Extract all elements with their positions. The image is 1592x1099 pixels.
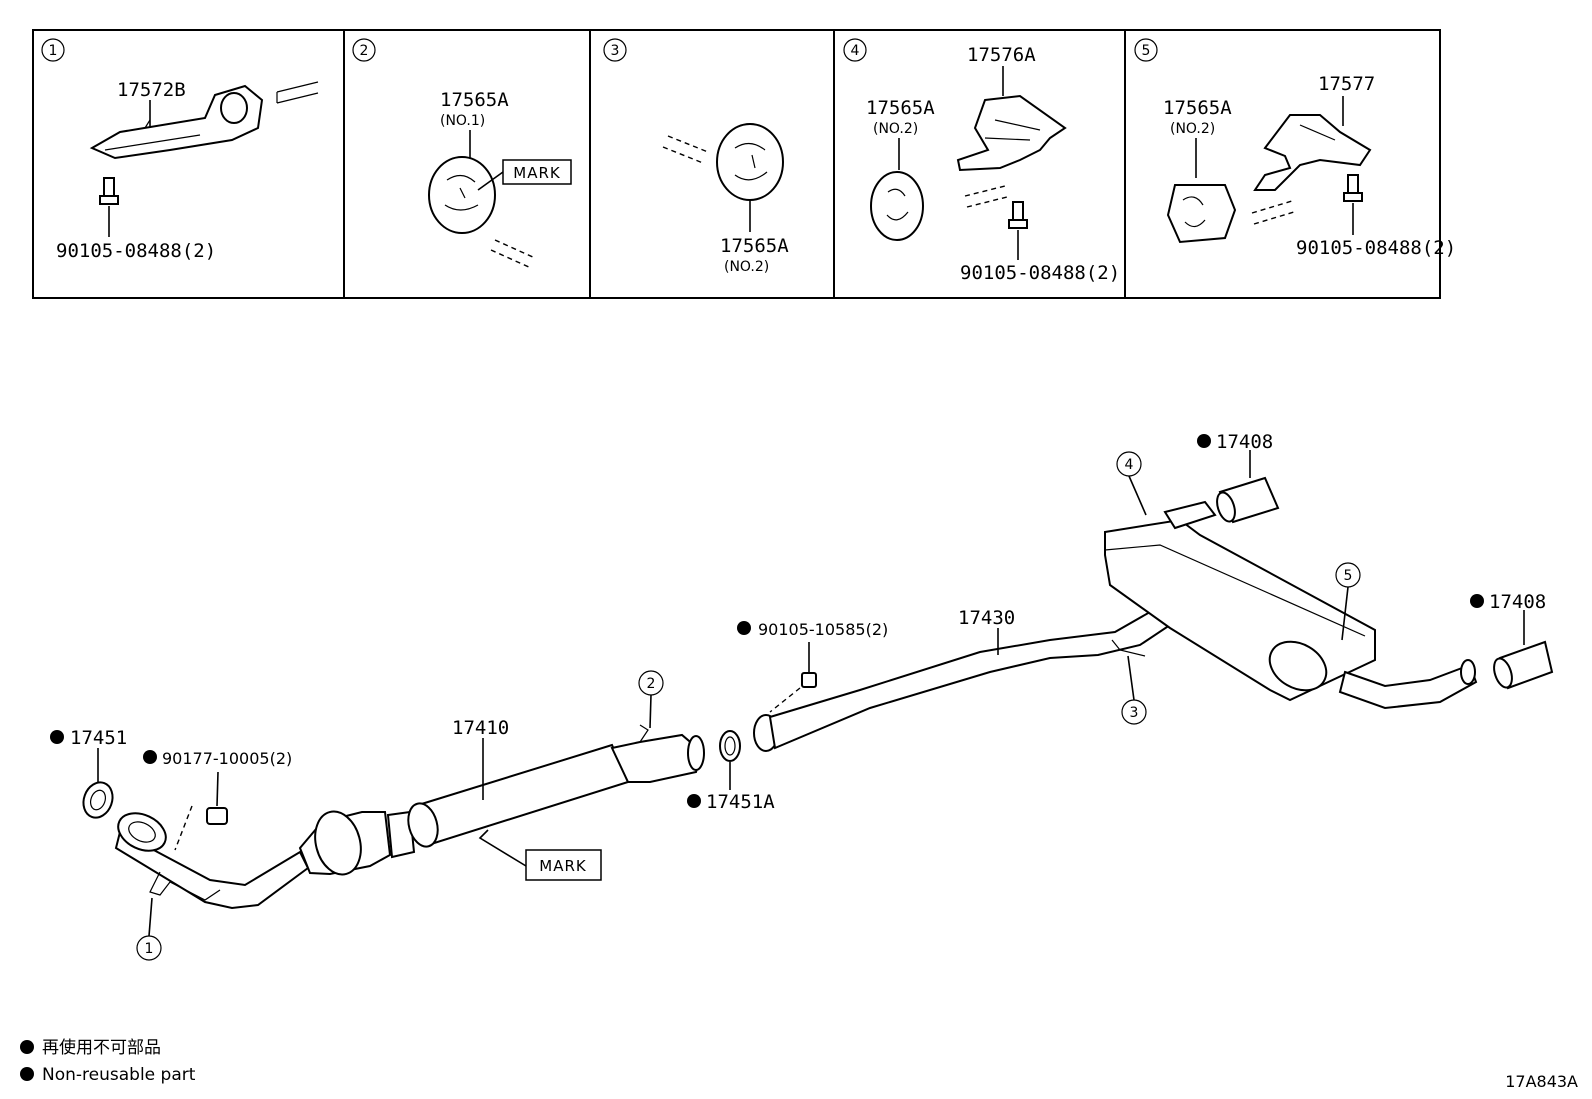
legend: 再使用不可部品 Non-reusable part: [20, 1037, 196, 1085]
panel-4-part-17565A: 17565A: [866, 97, 935, 119]
non-reusable-dot: [737, 621, 751, 635]
ref-4: 4: [1125, 457, 1134, 473]
panel-5-part-17565A: 17565A: [1163, 97, 1232, 119]
label-17408-top: 17408: [1216, 431, 1273, 453]
panel-1-ref: 1: [49, 43, 58, 59]
panel-4: 4 17576A 17565A (NO.2) 90105-08488(2): [843, 38, 1120, 284]
label-17410: 17410: [452, 717, 509, 739]
label-17451A: 17451A: [706, 791, 775, 813]
panel-2-mark: MARK: [513, 164, 561, 182]
bracket-17572B: [89, 84, 264, 160]
hanger-17565A-no2-b: [870, 171, 924, 241]
panel-3-ref: 3: [611, 43, 620, 59]
label-90105-10585: 90105-10585(2): [758, 620, 888, 639]
panel-3-part-17565A: 17565A: [720, 235, 789, 257]
panel-5-part-17577: 17577: [1318, 73, 1375, 95]
panel-2-ref: 2: [360, 43, 369, 59]
tail-tip-17408-top: [1216, 450, 1280, 524]
bracket-17577: [1253, 114, 1372, 191]
panel-4-sub: (NO.2): [873, 121, 918, 137]
panel-5-part-90105: 90105-08488(2): [1296, 237, 1456, 259]
catalytic-converter: [298, 810, 416, 876]
legend-jp: 再使用不可部品: [42, 1037, 161, 1058]
panel-4-ref: 4: [851, 43, 860, 59]
hanger-17565A-no1: [428, 156, 496, 234]
gasket-17451: [82, 781, 114, 819]
non-reusable-dot: [50, 730, 64, 744]
panel-2: 2 17565A (NO.1) MARK: [352, 38, 572, 269]
non-reusable-dot: [143, 750, 157, 764]
panel-2-sub: (NO.1): [440, 113, 485, 129]
legend-en: Non-reusable part: [42, 1065, 196, 1085]
tail-muffler: [1104, 500, 1478, 710]
detail-panels: [32, 29, 1441, 299]
panel-3: 3 17565A (NO.2): [603, 38, 789, 275]
gasket-17451A: [719, 730, 741, 762]
ref-3: 3: [1130, 705, 1139, 721]
label-17451: 17451: [70, 727, 127, 749]
panel-3-sub: (NO.2): [724, 259, 769, 275]
hanger-17565A-no2-c: [1166, 184, 1237, 244]
non-reusable-dot: [1197, 434, 1211, 448]
bracket-17576A: [956, 94, 1067, 172]
panel-5-sub: (NO.2): [1170, 121, 1215, 137]
panel-4-part-17576A: 17576A: [967, 44, 1036, 66]
non-reusable-dot: [1470, 594, 1484, 608]
main-assembly: MARK 1 2 3 4 5 17451 90177-10005(2) 1741…: [50, 431, 1554, 961]
panel-5: 5 17577 17565A (NO.2) 90105-08488(2): [1134, 38, 1456, 259]
bolt-90105-08488-b: [1008, 201, 1028, 260]
hanger-17565A-no2: [716, 123, 784, 201]
panel-5-ref: 5: [1142, 43, 1151, 59]
label-17408-right: 17408: [1489, 591, 1546, 613]
ref-2: 2: [647, 676, 656, 692]
panel-1-part-90105: 90105-08488(2): [56, 240, 216, 262]
bolt-90105-08488-c: [1343, 174, 1363, 235]
non-reusable-dot: [687, 794, 701, 808]
panel-1-part-17572B: 17572B: [117, 79, 186, 101]
main-mark: MARK: [539, 857, 587, 875]
panel-2-part-17565A: 17565A: [440, 89, 509, 111]
panel-4-part-90105: 90105-08488(2): [960, 262, 1120, 284]
label-90177: 90177-10005(2): [162, 749, 292, 768]
intermediate-pipe: [753, 610, 1172, 752]
ref-1: 1: [145, 941, 154, 957]
diagram-code: 17A843A: [1505, 1072, 1578, 1091]
center-muffler: [407, 724, 705, 848]
pipe-stub: [276, 81, 319, 104]
ref-5: 5: [1344, 568, 1353, 584]
label-17430: 17430: [958, 607, 1015, 629]
bolt-90105-10585: [769, 642, 817, 713]
bolt-90105-08488: [99, 177, 119, 237]
panel-1: 1 17572B 90105-08488(2): [41, 38, 319, 262]
nut-90177: [174, 771, 228, 851]
tail-tip-17408-right: [1493, 610, 1554, 690]
